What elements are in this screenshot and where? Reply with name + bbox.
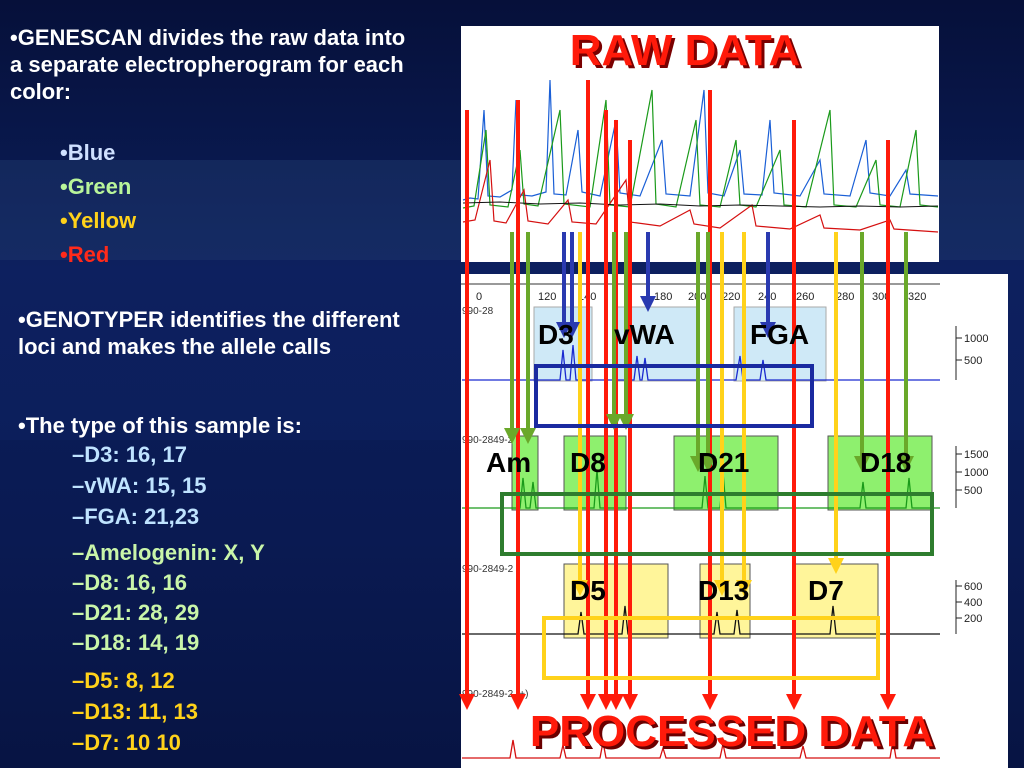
label-d13: D13 <box>698 575 749 606</box>
raw-trace-green <box>462 89 939 209</box>
label-d5: D5 <box>570 575 606 606</box>
axis-tick-label: 0 <box>476 291 482 303</box>
locus-box-d21 <box>673 435 779 511</box>
processed-data-title: PROCESSED DATA <box>530 707 934 756</box>
blue-scale: 1000 500 <box>955 326 988 380</box>
intro-text: •GENESCAN divides the raw data into a se… <box>10 25 406 104</box>
yellow-frame <box>542 616 880 680</box>
color-yellow: •Yellow <box>60 208 137 233</box>
locus-d5: –D5: 8, 12 <box>72 668 175 693</box>
scale-label: 500 <box>964 355 982 367</box>
scale-label: 200 <box>964 613 982 625</box>
axis-tick-label: 260 <box>796 291 814 303</box>
axis-tick-label: 180 <box>654 291 672 303</box>
color-green: •Green <box>60 174 132 199</box>
axis-tick-label: 280 <box>836 291 854 303</box>
raw-trace-blue <box>462 79 939 201</box>
scale-label: 1000 <box>964 333 988 345</box>
row-label: 990-2849-2 <box>462 564 514 575</box>
green-scale: 1500 1000 500 <box>955 446 988 508</box>
locus-d7: –D7: 10 10 <box>72 730 181 755</box>
genotyper-text: •GENOTYPER identifies the different loci… <box>18 307 400 359</box>
locus-d3: –D3: 16, 17 <box>72 442 187 467</box>
row-label: 990-2849-2 (+) <box>462 689 528 700</box>
green-electropherogram <box>462 469 940 509</box>
axis-tick-label: 320 <box>908 291 926 303</box>
color-blue: •Blue <box>60 140 116 165</box>
yellow-arrows <box>572 232 844 596</box>
locus-box-d7 <box>793 563 879 639</box>
locus-box-d18 <box>827 435 933 511</box>
type-heading: •The type of this sample is: <box>18 413 302 438</box>
green-frame <box>500 492 934 556</box>
processed-data-title-shadow: PROCESSED DATA <box>533 710 937 759</box>
scale-label: 1500 <box>964 449 988 461</box>
locus-labels: D3 vWA FGA Am D8 D21 D18 D5 D13 D7 <box>486 319 911 606</box>
red-electropherogram <box>462 739 940 759</box>
locus-amelogenin: –Amelogenin: X, Y <box>72 540 265 565</box>
yellow-electropherogram <box>462 605 940 635</box>
label-d18: D18 <box>860 447 911 478</box>
locus-d13: –D13: 11, 13 <box>72 699 198 724</box>
locus-d21: –D21: 28, 29 <box>72 600 200 625</box>
locus-fga: –FGA: 21,23 <box>72 504 200 529</box>
label-vwa: vWA <box>614 319 675 350</box>
blue-electropherogram <box>462 344 940 381</box>
locus-d18: –D18: 14, 19 <box>72 630 200 655</box>
label-d8: D8 <box>570 447 606 478</box>
raw-data-title-shadow: RAW DATA <box>573 29 804 78</box>
raw-trace-black <box>462 201 939 208</box>
raw-data-title: RAW DATA <box>570 26 801 75</box>
label-d21: D21 <box>698 447 749 478</box>
green-arrows <box>504 232 914 472</box>
axis-tick-label: 120 <box>538 291 556 303</box>
raw-data-panel: RAW DATA RAW DATA <box>461 26 939 262</box>
row-label: 990-2849-2 (+) <box>462 435 528 446</box>
axis-tick-label: 300 <box>872 291 890 303</box>
blue-arrows <box>556 232 776 338</box>
label-d3: D3 <box>538 319 574 350</box>
locus-d8: –D8: 16, 16 <box>72 570 187 595</box>
scale-label: 1000 <box>964 467 988 479</box>
scale-label: 400 <box>964 597 982 609</box>
scale-label: 600 <box>964 581 982 593</box>
row-label: 990-28 <box>462 306 494 317</box>
raw-traces <box>462 79 939 233</box>
label-fga: FGA <box>750 319 809 350</box>
scale-label: 500 <box>964 485 982 497</box>
axis-tick-label: 220 <box>722 291 740 303</box>
label-am: Am <box>486 447 531 478</box>
locus-vwa: –vWA: 15, 15 <box>72 473 207 498</box>
label-d7: D7 <box>808 575 844 606</box>
yellow-scale: 600 400 200 <box>955 580 982 634</box>
blue-frame <box>534 364 814 428</box>
raw-trace-red <box>462 159 939 233</box>
color-red: •Red <box>60 242 110 267</box>
